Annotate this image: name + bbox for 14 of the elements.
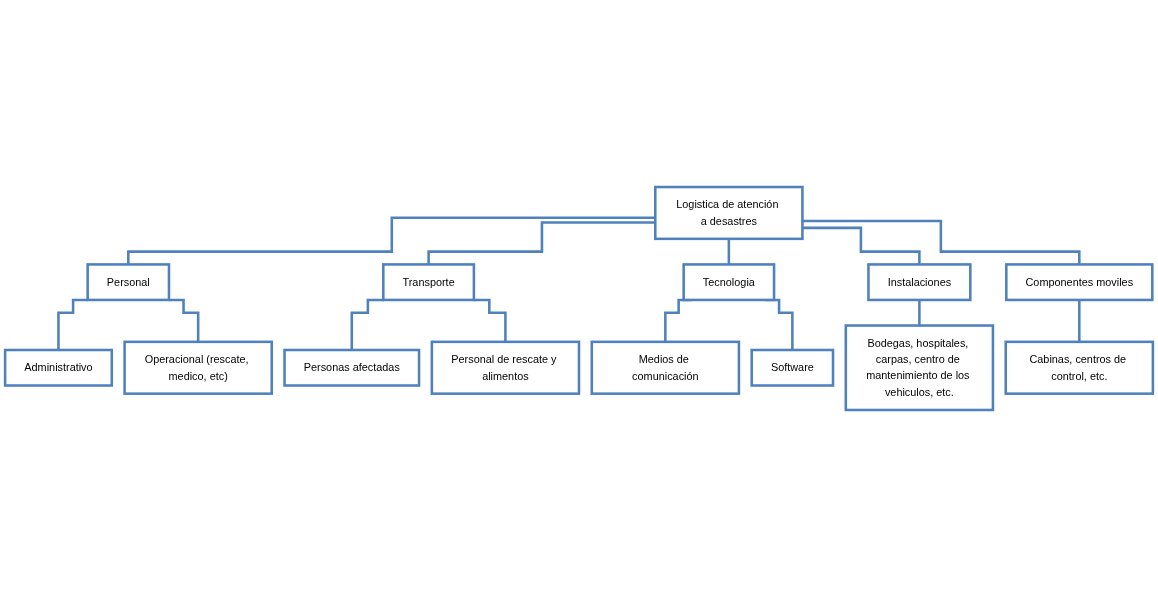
node-box: Operacional (rescate, medico, etc) — [123, 340, 273, 395]
node-box: Personal de rescate y alimentos — [430, 340, 581, 395]
node-box: Personal — [86, 263, 171, 302]
node-box: Cabinas, centros de control, etc. — [1004, 340, 1155, 395]
node-box: Instalaciones — [867, 263, 972, 302]
node-box: Transporte — [382, 263, 476, 302]
node-box: Software — [750, 348, 835, 387]
node-box: Personas afectadas — [283, 348, 421, 387]
node-box: Administrativo — [3, 348, 114, 387]
node-box: Medios de comunicación — [590, 340, 741, 395]
node-box: Componentes moviles — [1005, 263, 1154, 302]
node-box: Bodegas, hospitales, carpas, centro de mantenimiento de los vehiculos, etc. — [844, 324, 995, 412]
node-box: Logistica de atención a desastres — [654, 185, 804, 241]
node-box: Tecnologia — [682, 263, 776, 302]
